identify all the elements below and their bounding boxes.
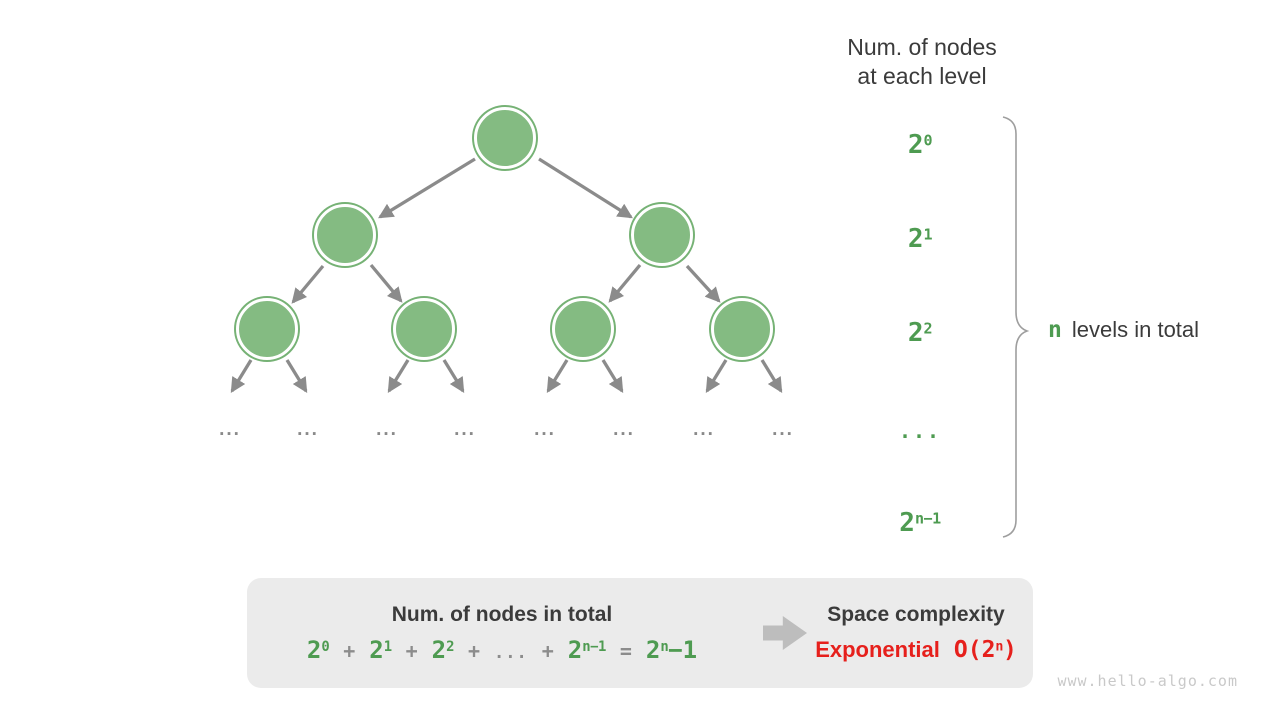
tree-node <box>552 298 614 360</box>
tree-arrow <box>601 359 624 393</box>
level-ellipsis: ... <box>898 419 942 443</box>
formula-term: 21 <box>369 635 392 664</box>
total-nodes-title: Num. of nodes in total <box>391 602 613 626</box>
subtree-ellipsis: ... <box>693 419 715 440</box>
tree-node <box>474 107 536 169</box>
subtree-ellipsis: ... <box>454 419 476 440</box>
level-header-line2: at each level <box>857 63 987 89</box>
level-header: Num. of nodes at each level <box>802 33 1042 91</box>
exponent: 2 <box>923 319 933 337</box>
tree-arrow <box>291 264 325 304</box>
subtree-ellipsis: ... <box>376 419 398 440</box>
tree-node <box>631 204 693 266</box>
tree-arrow <box>378 157 476 219</box>
tree-arrow <box>285 359 308 393</box>
tree-arrow <box>230 359 253 393</box>
space-complexity-title: Space complexity <box>827 603 1005 626</box>
subtree-ellipsis: ... <box>613 419 635 440</box>
tree-node <box>236 298 298 360</box>
tree-node <box>314 204 376 266</box>
formula-operator: = <box>619 638 632 663</box>
tree-arrow <box>608 263 642 303</box>
tree-arrow <box>442 359 465 393</box>
exponent: 1 <box>383 638 392 655</box>
exponent: 0 <box>923 131 933 149</box>
formula-operator: + <box>405 638 418 663</box>
level-header-line1: Num. of nodes <box>847 34 997 60</box>
exponent: n <box>660 638 669 655</box>
tree-arrow <box>546 359 569 393</box>
subtree-ellipsis: ... <box>297 419 319 440</box>
summary-left: Num. of nodes in total 20+21+22+...+2n−1… <box>259 603 745 664</box>
summary-right: Space complexity Exponential O(2n) <box>807 603 1025 663</box>
tree-arrow <box>538 157 633 219</box>
formula-term: 2n−1 <box>645 635 698 664</box>
exponent: n <box>995 639 1003 655</box>
exponent: 0 <box>321 638 330 655</box>
tree-arrow <box>760 359 783 393</box>
formula-operator: + <box>467 638 480 663</box>
tree-arrow <box>387 359 410 393</box>
exponent: 2 <box>446 638 454 655</box>
formula-operator: + <box>343 638 356 663</box>
level-count-label: ... <box>860 413 980 447</box>
implies-arrow-icon <box>763 616 807 650</box>
subtree-ellipsis: ... <box>534 419 556 440</box>
subtree-ellipsis: ... <box>772 419 794 440</box>
brace <box>1002 116 1030 538</box>
exponent: 1 <box>923 225 933 243</box>
level-count-label: 2n−1 <box>899 507 941 538</box>
watermark: www.hello-algo.com <box>1057 672 1238 690</box>
complexity-notation: O(2n) <box>953 637 1017 663</box>
summary-box: Num. of nodes in total 20+21+22+...+2n−1… <box>247 578 1033 688</box>
level-count-label: 20 <box>907 129 933 160</box>
formula-term: 20 <box>306 635 330 664</box>
complexity-word: Exponential <box>815 637 940 662</box>
brace-label-n: n <box>1048 317 1062 343</box>
level-count-label: 21 <box>907 223 933 254</box>
brace-label: n levels in total <box>1048 314 1199 346</box>
tree-node <box>711 298 773 360</box>
tree-arrows <box>230 157 783 393</box>
tree-arrow <box>705 359 728 393</box>
formula-operator: + <box>541 638 554 663</box>
formula-operator: ... <box>494 642 528 663</box>
complexity-value: Exponential O(2n) <box>815 637 1017 663</box>
exponent: n−1 <box>582 638 606 655</box>
tree-node <box>393 298 455 360</box>
exponent: n−1 <box>914 509 941 527</box>
formula-term: 22 <box>431 635 455 664</box>
formula-term: 2n−1 <box>567 635 607 664</box>
level-count-label: 22 <box>907 317 933 348</box>
subtree-ellipsis: ... <box>219 419 241 440</box>
total-nodes-formula: 20+21+22+...+2n−1=2n−1 <box>300 636 704 664</box>
brace-label-text: levels in total <box>1071 317 1200 342</box>
tree-arrow <box>685 264 721 303</box>
tree-arrow <box>369 263 403 303</box>
